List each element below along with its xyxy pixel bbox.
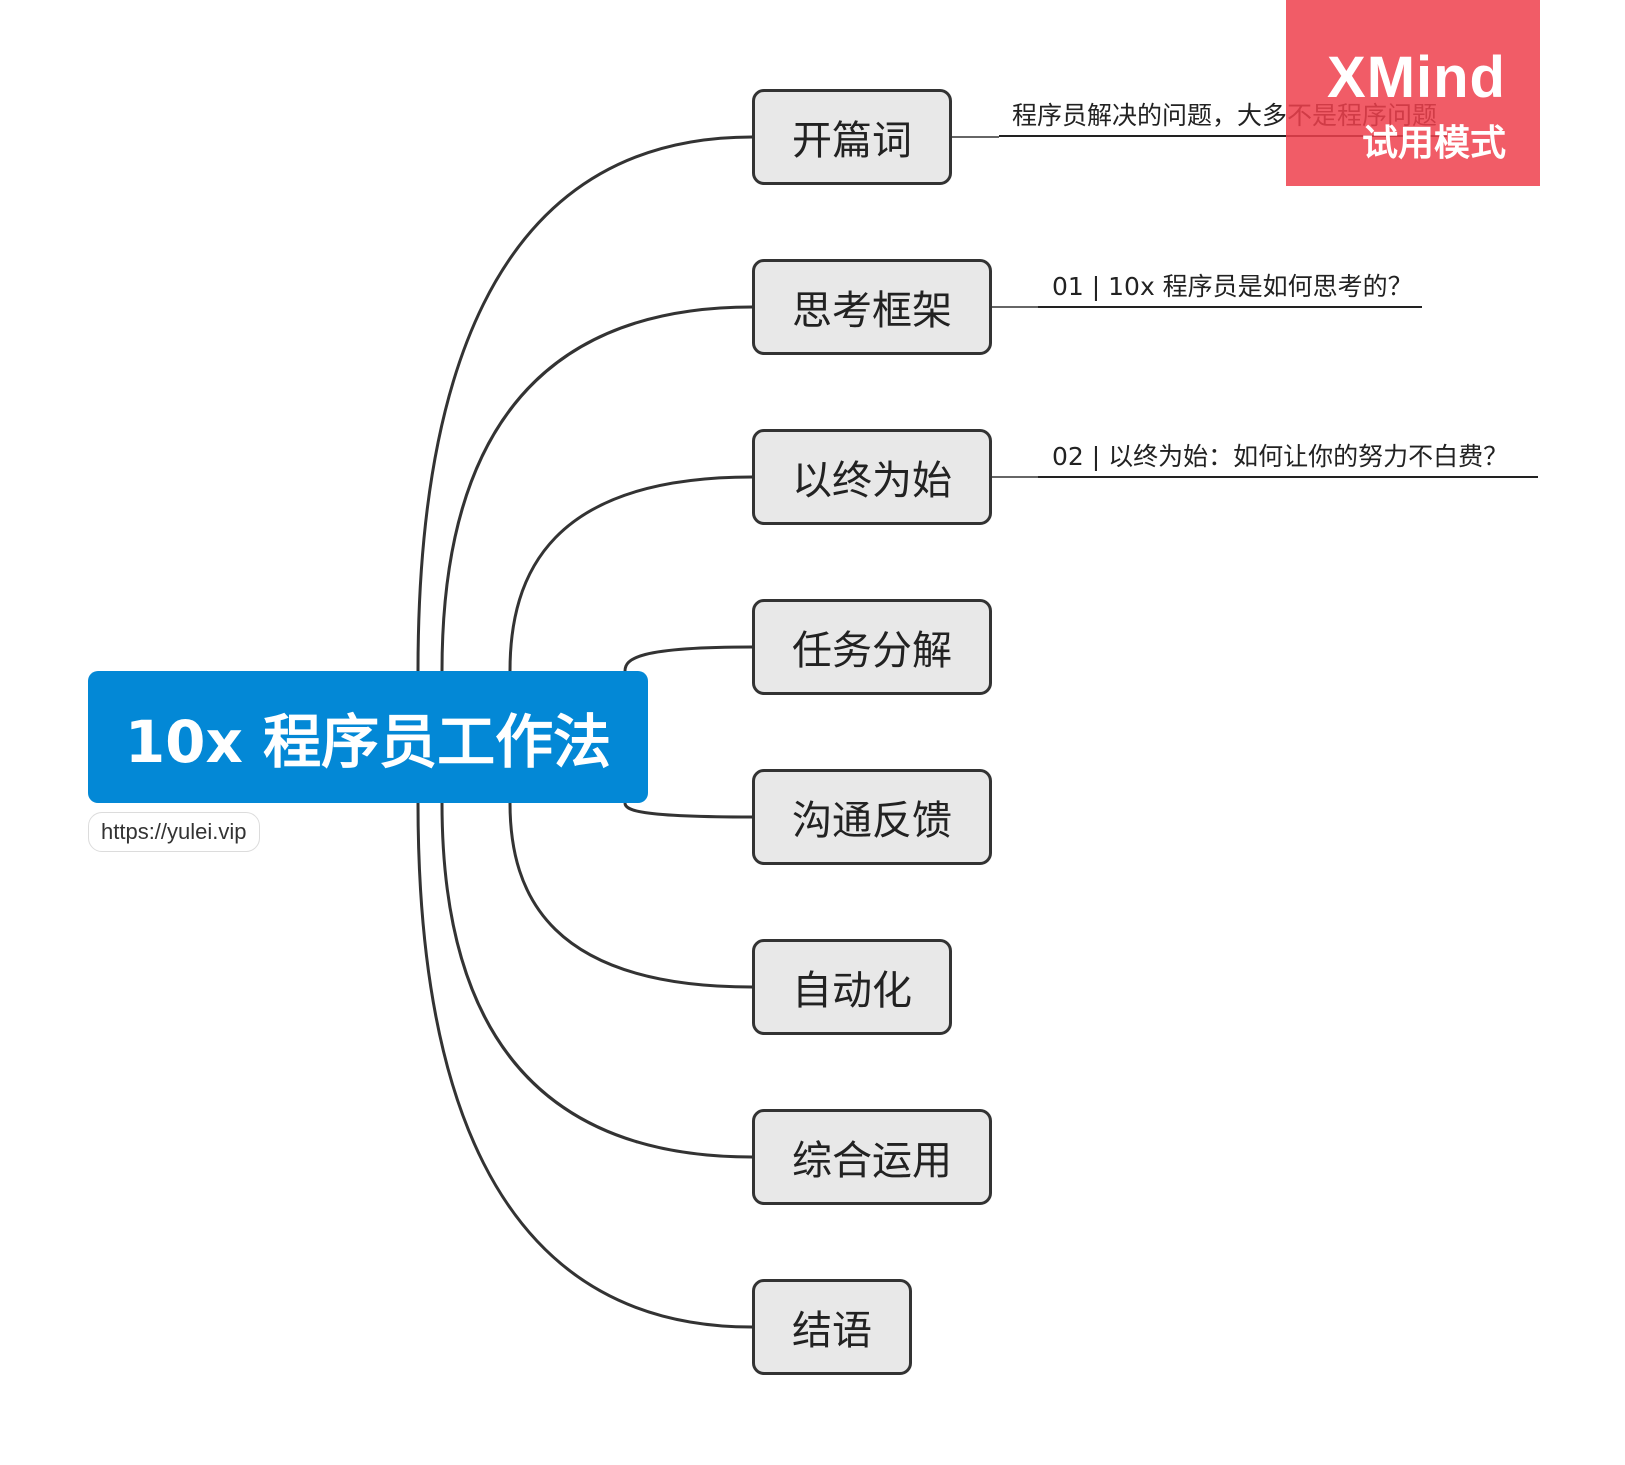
- subtopic-thinking-framework[interactable]: 01 | 10x 程序员是如何思考的？: [1052, 272, 1413, 301]
- connector-line: [623, 802, 753, 819]
- topic-comprehensive-use[interactable]: 综合运用: [752, 1109, 992, 1205]
- connector-line: [416, 802, 753, 1329]
- topic-automation[interactable]: 自动化: [752, 939, 952, 1035]
- topic-communication-feedback[interactable]: 沟通反馈: [752, 769, 992, 865]
- subtopic-underline: [1038, 306, 1422, 308]
- watermark-mode: 试用模式: [1361, 123, 1506, 164]
- topic-thinking-framework[interactable]: 思考框架: [752, 259, 992, 355]
- subtopic-underline: [999, 135, 1447, 137]
- connector-line: [416, 135, 753, 672]
- watermark-brand: XMind: [1327, 45, 1506, 110]
- subtopic-begin-with-end[interactable]: 02 | 以终为始：如何让你的努力不白费？: [1052, 442, 1509, 471]
- topic-begin-with-end[interactable]: 以终为始: [752, 429, 992, 525]
- connector-line: [508, 802, 753, 989]
- topic-task-decomposition[interactable]: 任务分解: [752, 599, 992, 695]
- root-topic[interactable]: 10x 程序员工作法: [88, 671, 648, 803]
- trial-watermark: XMind 试用模式: [1286, 0, 1540, 186]
- connector-line: [508, 475, 753, 672]
- connector-line: [440, 802, 753, 1159]
- subtopic-underline: [1038, 476, 1538, 478]
- root-url-label[interactable]: https://yulei.vip: [88, 812, 260, 852]
- topic-opening[interactable]: 开篇词: [752, 89, 952, 185]
- connector-line: [440, 305, 753, 672]
- topic-conclusion[interactable]: 结语: [752, 1279, 912, 1375]
- connector-line: [623, 645, 753, 672]
